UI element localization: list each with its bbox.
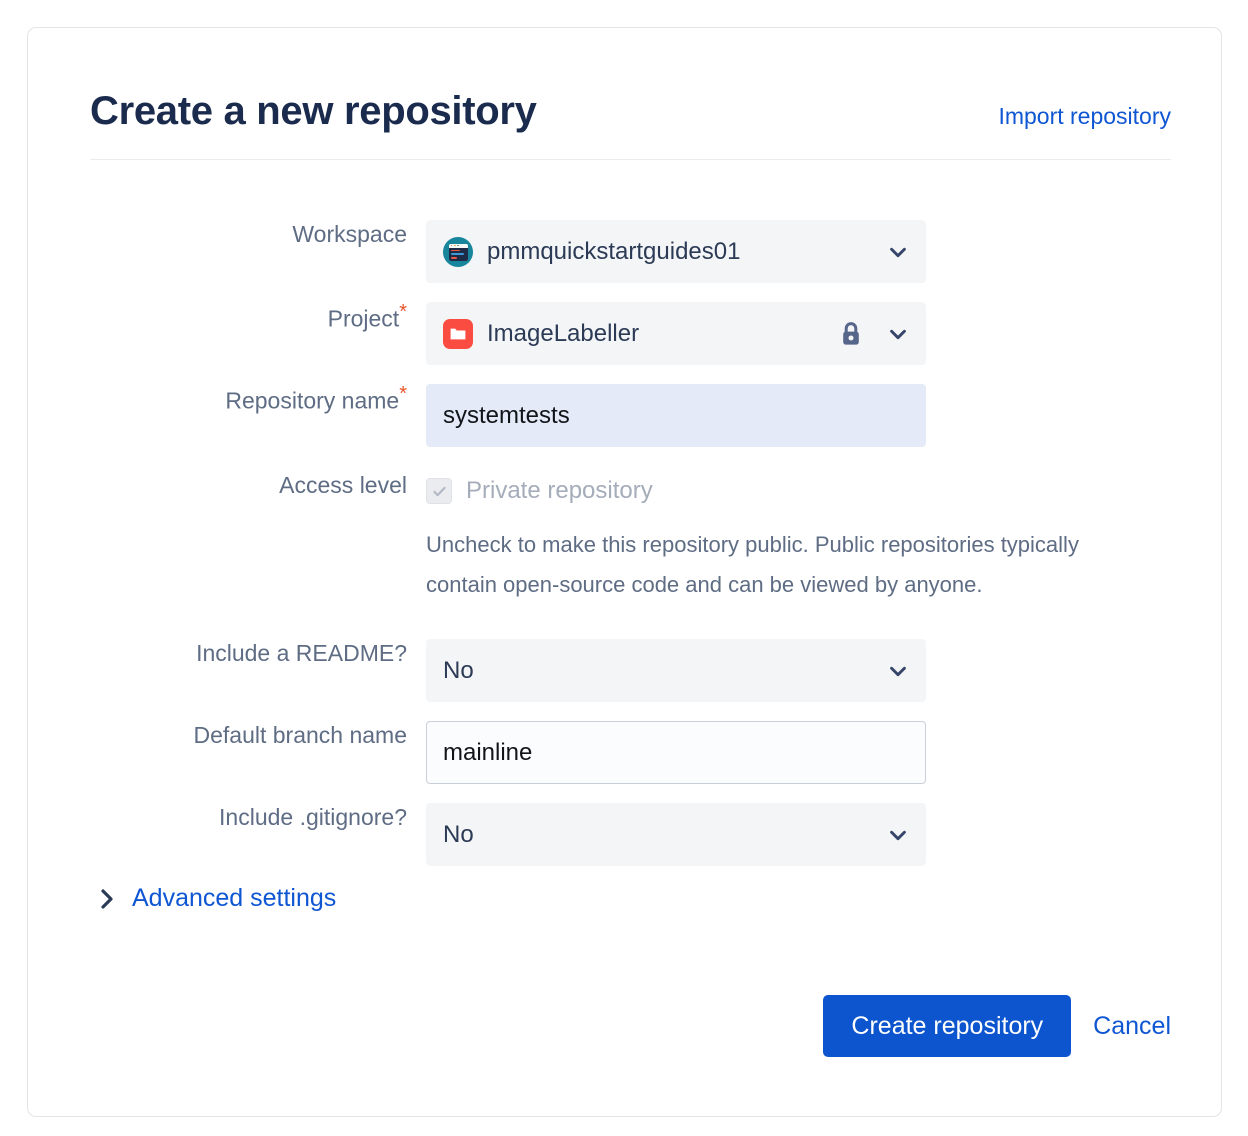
repository-name-field-cell: [426, 384, 1171, 447]
advanced-settings-toggle[interactable]: Advanced settings: [100, 884, 336, 913]
project-select[interactable]: ImageLabeller: [426, 302, 926, 365]
private-repository-checkbox-row[interactable]: Private repository: [426, 471, 1171, 511]
form-row-repository-name: Repository name*: [90, 384, 1171, 447]
required-marker: *: [399, 383, 407, 405]
project-value: ImageLabeller: [487, 319, 640, 347]
default-branch-name-label: Default branch name: [193, 722, 407, 749]
workspace-avatar-icon: [443, 236, 473, 267]
workspace-label: Workspace: [292, 221, 407, 247]
access-level-help-text: Uncheck to make this repository public. …: [426, 532, 1079, 598]
include-readme-select[interactable]: No: [426, 639, 926, 703]
chevron-down-icon: [890, 666, 906, 676]
repository-name-label: Repository name*: [225, 383, 407, 414]
form-row-include-gitignore: Include .gitignore? No: [90, 803, 1171, 867]
include-gitignore-value: No: [443, 820, 474, 848]
form-row-default-branch-name: Default branch name: [90, 721, 1171, 785]
import-repository-link[interactable]: Import repository: [998, 103, 1171, 129]
include-gitignore-select[interactable]: No: [426, 803, 926, 867]
lock-icon: [843, 321, 859, 345]
form-row-project: Project* ImageLabeller: [90, 302, 1171, 365]
workspace-value: pmmquickstartguides01: [487, 237, 741, 265]
chevron-down-icon: [890, 329, 906, 339]
page-title: Create a new repository: [90, 89, 537, 133]
create-repository-button[interactable]: Create repository: [823, 995, 1072, 1057]
advanced-settings-label: Advanced settings: [132, 884, 337, 913]
chevron-down-icon: [890, 830, 906, 840]
create-repository-form: Workspace: [90, 220, 1171, 913]
form-row-access-level: Access level Private repository Uncheck …: [90, 471, 1171, 605]
default-branch-name-field-cell: [426, 721, 1171, 785]
cancel-button[interactable]: Cancel: [1093, 1011, 1171, 1040]
folder-icon: [443, 318, 473, 349]
private-repository-checkbox[interactable]: [426, 478, 452, 504]
include-gitignore-label: Include .gitignore?: [219, 804, 407, 831]
project-label: Project*: [327, 301, 407, 332]
access-level-field-cell: Private repository Uncheck to make this …: [426, 471, 1171, 605]
repository-name-input[interactable]: [426, 384, 926, 447]
project-field-cell: ImageLabeller: [426, 302, 1171, 365]
required-marker: *: [399, 301, 407, 323]
workspace-select[interactable]: pmmquickstartguides01: [426, 220, 926, 283]
chevron-right-icon: [101, 888, 113, 909]
card-header: Create a new repository Import repositor…: [90, 89, 1171, 160]
private-repository-label: Private repository: [466, 477, 653, 504]
form-row-workspace: Workspace: [90, 220, 1171, 283]
include-readme-label: Include a README?: [196, 640, 407, 667]
include-gitignore-field-cell: No: [426, 803, 1171, 867]
form-row-include-readme: Include a README? No: [90, 639, 1171, 703]
access-level-label: Access level: [279, 472, 407, 498]
create-repository-card: Create a new repository Import repositor…: [27, 27, 1222, 1117]
include-readme-value: No: [443, 656, 474, 684]
chevron-down-icon: [890, 247, 906, 257]
form-actions: Create repository Cancel: [90, 995, 1171, 1057]
checkmark-icon: [432, 486, 446, 496]
workspace-field-cell: pmmquickstartguides01: [426, 220, 1171, 283]
include-readme-field-cell: No: [426, 639, 1171, 703]
default-branch-name-input[interactable]: [426, 721, 926, 785]
